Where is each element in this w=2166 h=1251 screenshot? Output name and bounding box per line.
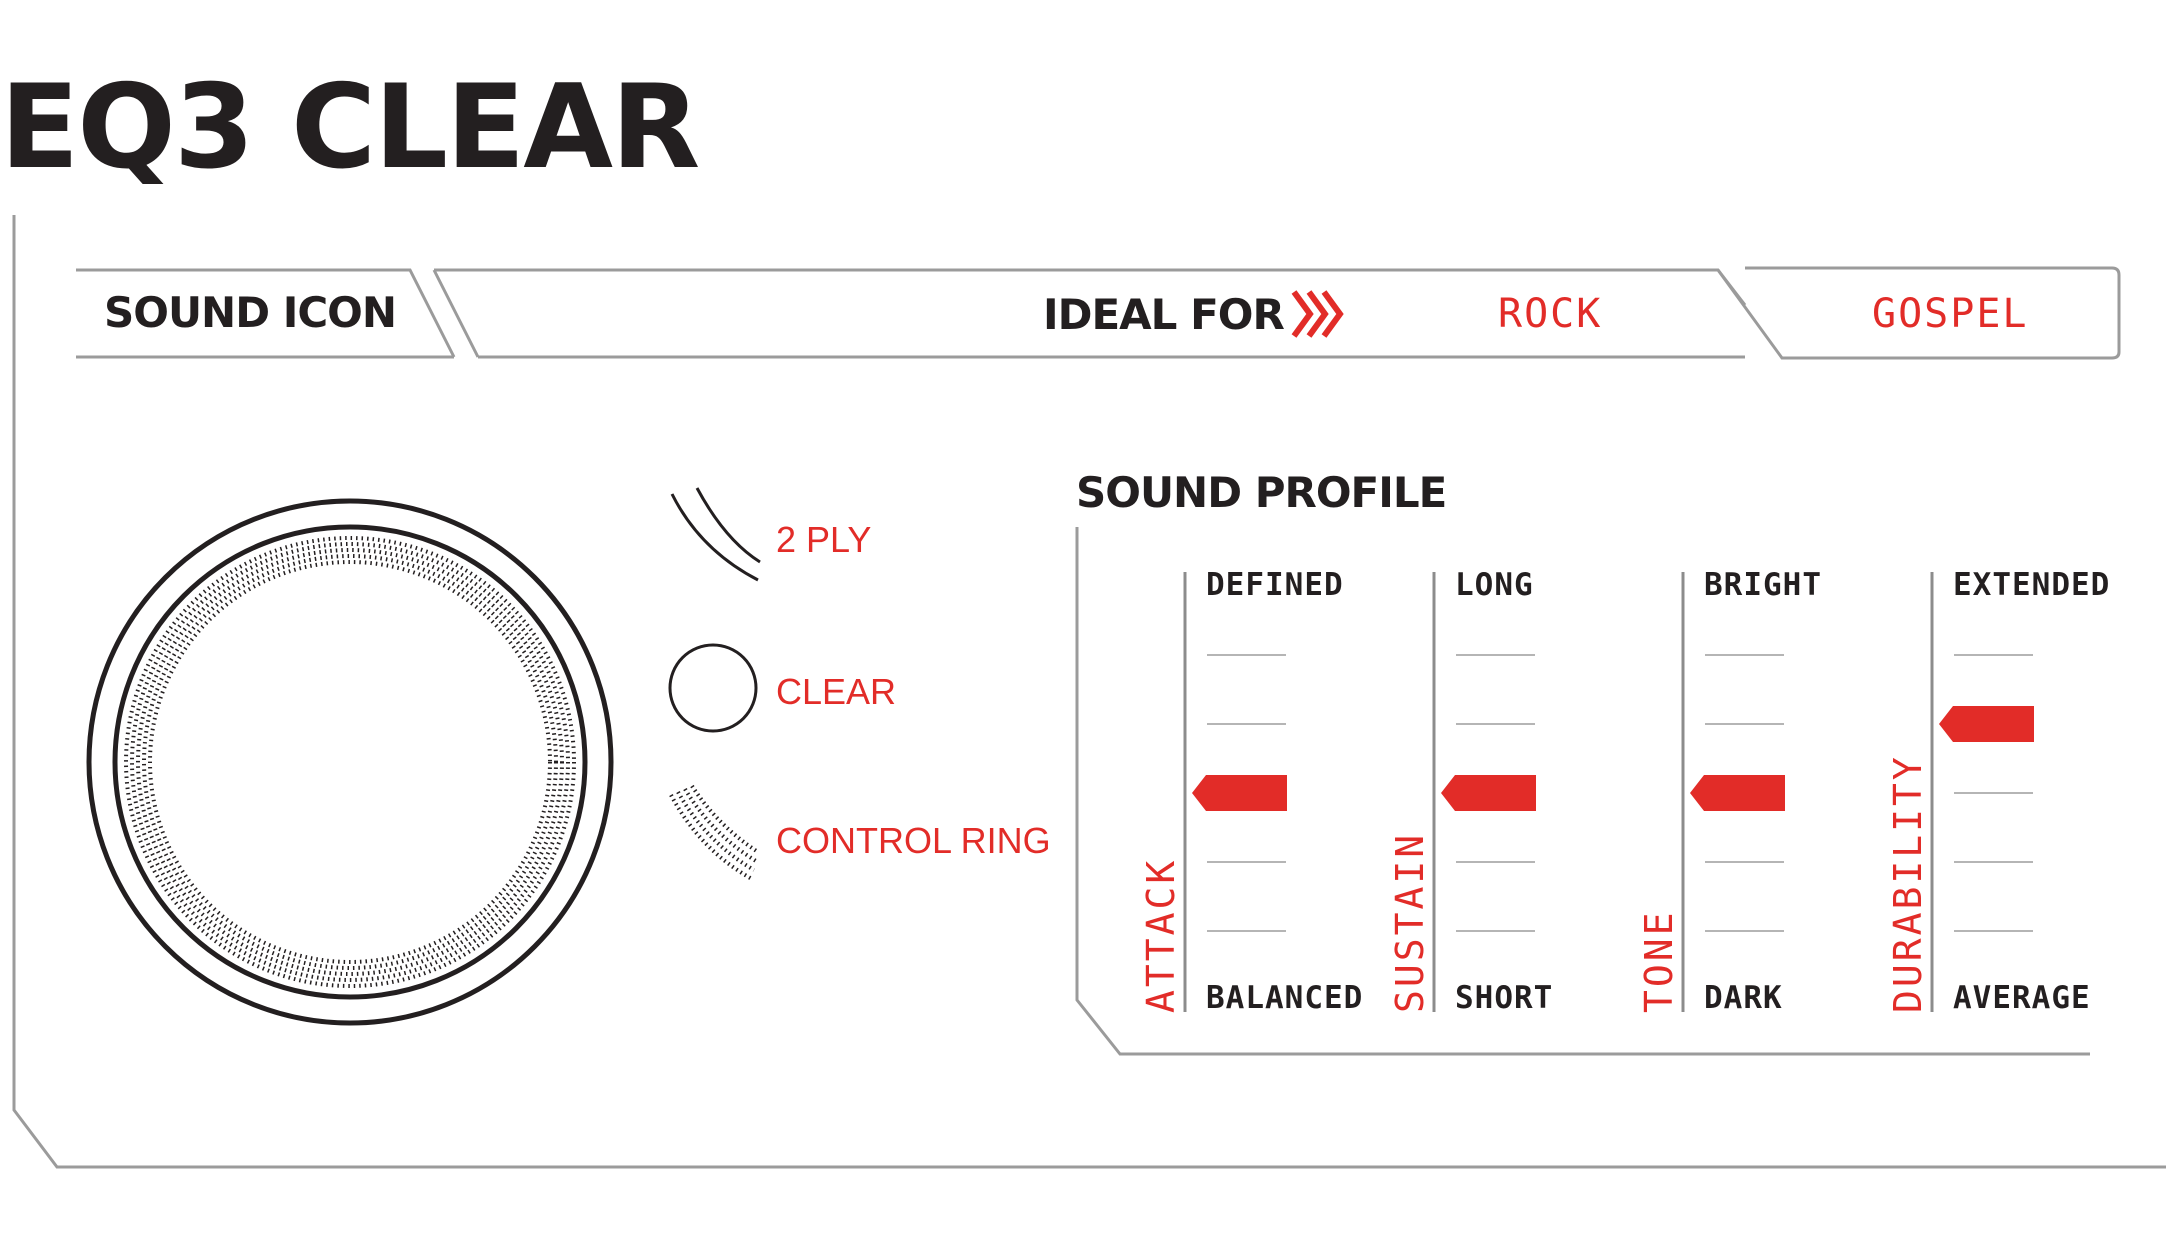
attack-metric-name: ATTACK xyxy=(1139,857,1183,1013)
control-ring-dotted-arc-icon xyxy=(669,784,760,881)
legend-label-clear: CLEAR xyxy=(776,671,897,712)
tone-metric-name: TONE xyxy=(1637,909,1681,1013)
triple-chevron-right-icon xyxy=(1291,290,1344,338)
product-title: EQ3 CLEAR xyxy=(0,60,700,195)
legend-label-control-ring: CONTROL RING xyxy=(776,820,1051,861)
sound-profile-frame xyxy=(1075,527,2090,1056)
outer-border xyxy=(12,215,2166,1169)
sound-profile-gauges xyxy=(1183,572,2034,1012)
genre-gospel: GOSPEL xyxy=(1872,291,2029,337)
clear-circle-icon xyxy=(668,643,758,733)
sustain-metric-name: SUSTAIN xyxy=(1388,831,1432,1013)
sound-icon-heading: SOUND ICON xyxy=(104,288,397,337)
durability-scale-top: EXTENDED xyxy=(1953,567,2111,603)
attack-level-marker xyxy=(1192,775,1287,811)
attack-scale-top: DEFINED xyxy=(1206,567,1344,603)
two-ply-arcs-icon xyxy=(670,487,761,582)
sustain-scale-top: LONG xyxy=(1455,567,1534,603)
gospel-tab xyxy=(1716,266,2121,360)
attack-scale-bottom: BALANCED xyxy=(1206,980,1364,1016)
sustain-level-marker xyxy=(1441,775,1536,811)
durability-metric-name: DURABILITY xyxy=(1886,754,1930,1013)
legend-label-2-ply: 2 PLY xyxy=(776,519,872,560)
ideal-for-label: IDEAL FOR xyxy=(1043,290,1285,339)
durability-level-marker xyxy=(1939,706,2034,742)
tone-scale-top: BRIGHT xyxy=(1704,567,1822,603)
sustain-scale-bottom: SHORT xyxy=(1455,980,1554,1016)
durability-scale-bottom: AVERAGE xyxy=(1953,980,2091,1016)
tone-scale-bottom: DARK xyxy=(1704,980,1783,1016)
genre-rock: ROCK xyxy=(1498,291,1603,337)
tone-level-marker xyxy=(1690,775,1785,811)
sound-icon-tab xyxy=(76,268,456,359)
drumhead-sound-icon xyxy=(86,498,614,1026)
sound-profile-title: SOUND PROFILE xyxy=(1076,468,1447,517)
